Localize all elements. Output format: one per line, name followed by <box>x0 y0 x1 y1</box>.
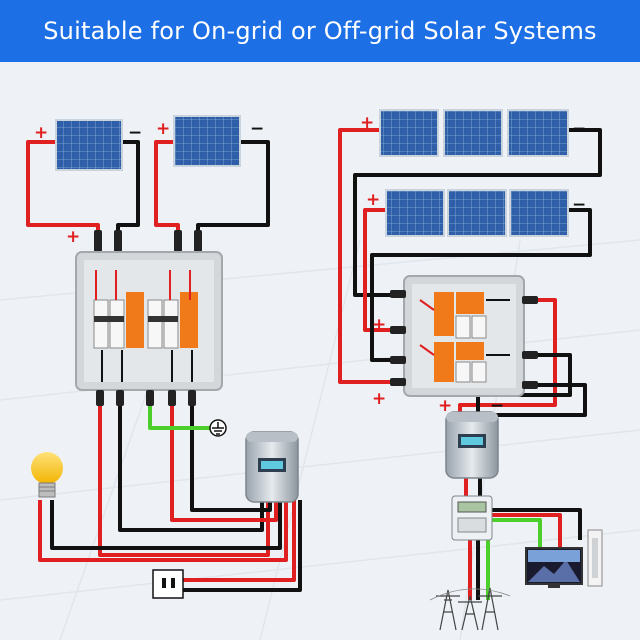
positive-sign: + <box>66 227 80 247</box>
negative-sign: − <box>572 119 586 139</box>
negative-sign: − <box>490 396 504 416</box>
mc4-connectors <box>94 230 202 252</box>
solar-panel <box>55 119 123 171</box>
energy-meter <box>451 495 493 541</box>
left-wires <box>26 140 302 592</box>
television-icon <box>525 547 583 588</box>
positive-sign: + <box>366 190 380 210</box>
speaker-tower <box>587 529 603 587</box>
combiner-box-right <box>403 275 525 397</box>
light-bulb-icon <box>31 452 63 498</box>
positive-sign: + <box>372 389 386 409</box>
solar-panel <box>173 115 241 167</box>
power-socket-icon <box>152 569 184 599</box>
positive-sign: + <box>156 119 170 139</box>
positive-sign: + <box>34 123 48 143</box>
solar-panel <box>443 109 503 157</box>
inverter-right <box>445 411 499 479</box>
banner-title: Suitable for On-grid or Off-grid Solar S… <box>43 17 597 45</box>
negative-sign: − <box>250 119 264 139</box>
solar-panel <box>385 189 445 237</box>
negative-sign: − <box>128 123 142 143</box>
inverter-left <box>245 431 299 503</box>
mc4-connectors <box>390 290 538 389</box>
positive-sign: + <box>360 113 374 133</box>
transmission-tower-icon <box>429 587 511 631</box>
solar-panel <box>447 189 507 237</box>
negative-sign: − <box>572 195 586 215</box>
combiner-box-left <box>75 251 223 391</box>
positive-sign: + <box>438 396 452 416</box>
solar-panel <box>509 189 569 237</box>
title-banner: Suitable for On-grid or Off-grid Solar S… <box>0 0 640 62</box>
solar-panel <box>379 109 439 157</box>
wiring-diagram: + − + − + <box>0 62 640 640</box>
ground-symbol-icon <box>209 419 227 437</box>
mc4-connectors <box>96 390 196 406</box>
positive-sign: + <box>372 315 386 335</box>
solar-panel <box>507 109 569 157</box>
